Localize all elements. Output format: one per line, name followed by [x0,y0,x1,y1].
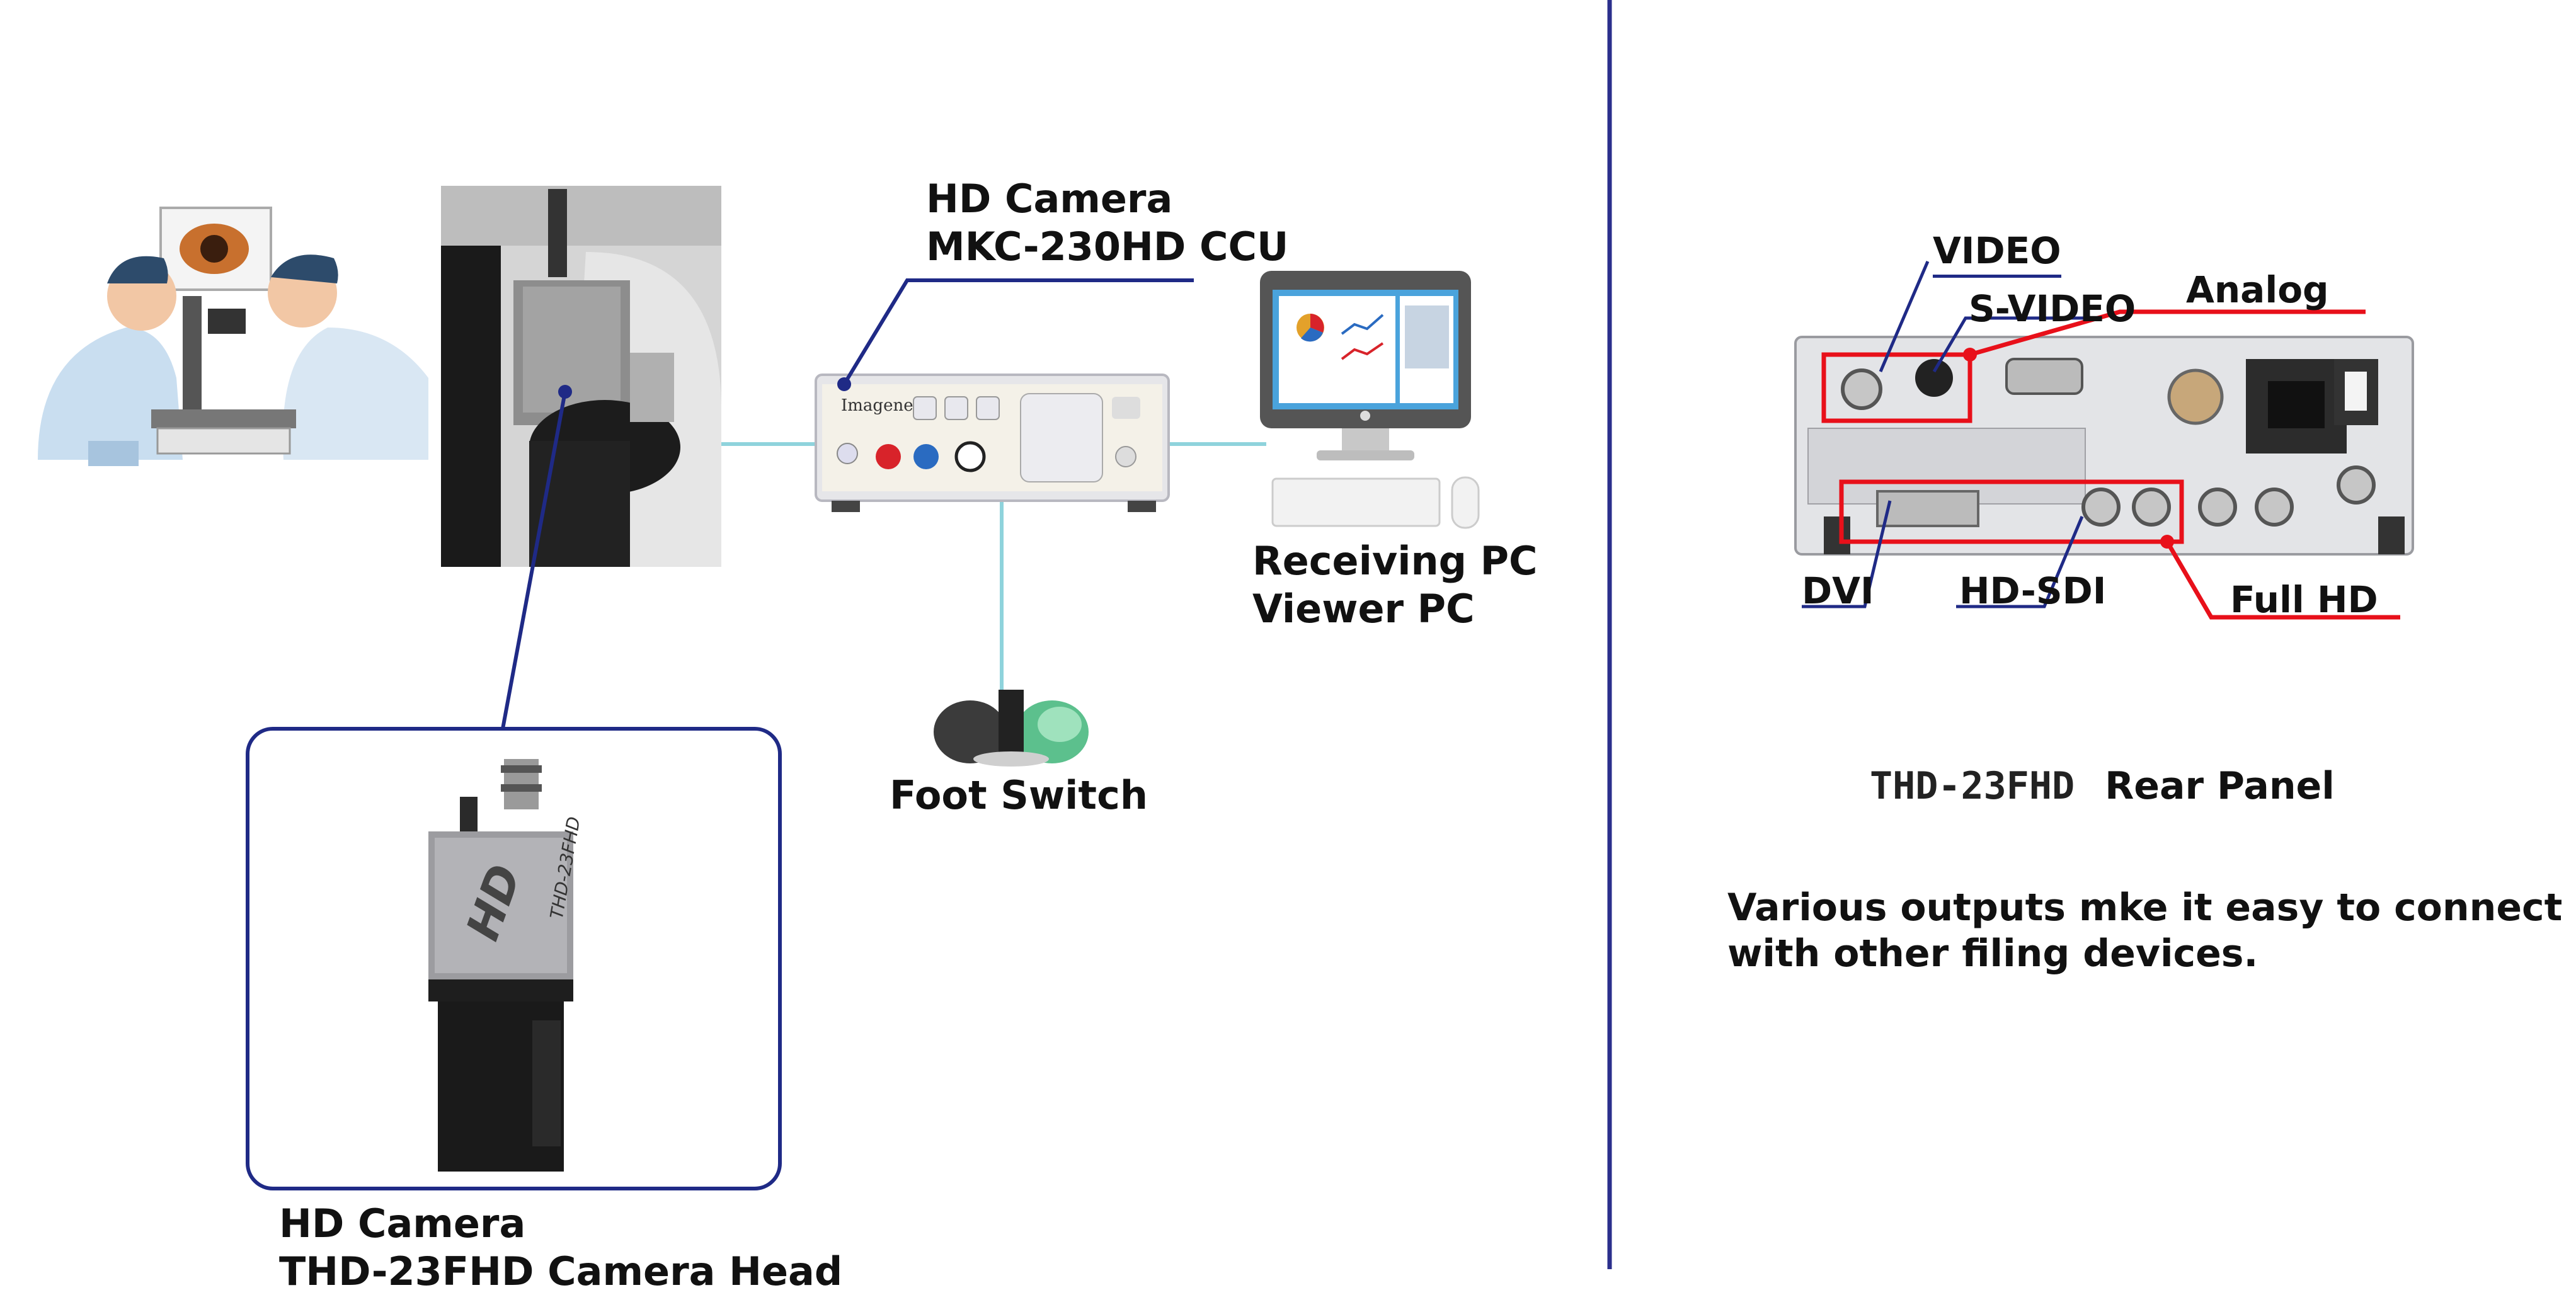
slit-lamp-photo [441,186,721,567]
camera-head-label-line1: HD Camera [279,1201,526,1247]
rear-panel-title: THD-23FHD Rear Panel [1870,763,2335,809]
rear-panel-text: Rear Panel [2105,764,2335,808]
pc-label-line1: Receiving PC [1252,538,1538,584]
camera-head-label-line2: THD-23FHD Camera Head [279,1248,843,1294]
pc-monitor-icon [1260,271,1480,529]
navy-callout-lines [1802,261,2097,608]
cable-lines [721,442,1266,690]
svideo-callout-label: S-VIDEO [1969,287,2136,330]
camera-head-photo: HD THD-23FHD [428,759,585,1172]
pc-label: Receiving PC Viewer PC [1252,537,1538,632]
dvi-callout-label: DVI [1802,569,1874,612]
highlight-boxes [1821,352,2184,544]
ccu-label: HD Camera MKC-230HD CCU [926,175,1288,270]
ccu-unit-image: Imagenet [815,374,1170,512]
foot-switch-image [934,690,1089,767]
left-callout-lines [501,278,1194,729]
analog-callout-label: Analog [2186,268,2329,311]
description-line2: with other filing devices. [1727,932,2258,976]
analog-callout-dot [1963,348,1977,362]
pc-label-line2: Viewer PC [1252,585,1475,632]
rear-panel-model: THD-23FHD [1870,764,2075,808]
description-line1: Various outputs mke it easy to connect [1727,886,2563,930]
ccu-callout-dot [837,377,851,391]
ccu-label-line2: MKC-230HD CCU [926,223,1289,270]
rear-panel-description: Various outputs mke it easy to connect w… [1727,885,2562,977]
red-callout-lines [1969,309,2400,620]
camera-head-label: HD Camera THD-23FHD Camera Head [279,1200,842,1295]
ccu-label-line1: HD Camera [926,176,1173,222]
video-callout-label: VIDEO [1933,229,2061,278]
fullhd-callout-label: Full HD [2230,578,2378,621]
rear-panel-photo [1794,336,2414,556]
fullhd-callout-dot [2160,535,2174,549]
foot-switch-label: Foot Switch [890,772,1148,818]
svg-text:Imagenet: Imagenet [841,396,920,415]
hdsdi-callout-label: HD-SDI [1959,569,2107,612]
doctor-patient-illustration [38,207,428,466]
camera-callout-dot [558,385,572,399]
